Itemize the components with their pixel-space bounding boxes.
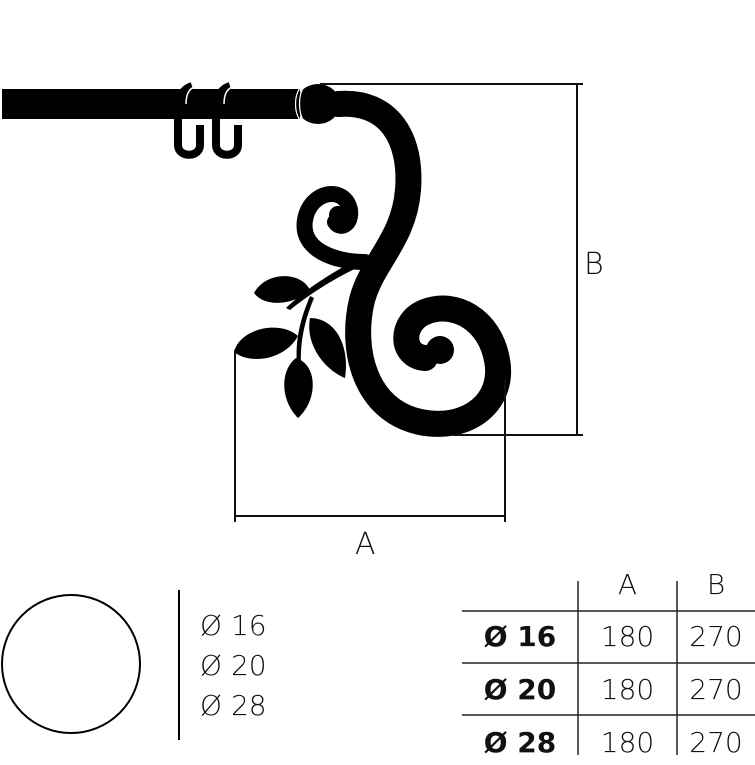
table-cell-b: 270 xyxy=(689,620,743,653)
table-cell-diameter: Ø 28 xyxy=(483,726,557,759)
diameter-item: Ø 16 xyxy=(200,609,267,642)
table-cell-diameter: Ø 16 xyxy=(483,620,557,653)
table-cell-b: 270 xyxy=(689,726,743,759)
rod-profile-circle xyxy=(1,594,141,734)
scroll-bracket xyxy=(296,90,512,437)
table-header-a: A xyxy=(617,568,638,601)
leaf-branch xyxy=(234,255,370,418)
diameter-item: Ø 20 xyxy=(200,649,267,682)
table-cell-diameter: Ø 20 xyxy=(483,673,557,706)
curtain-ring-1 xyxy=(174,82,204,159)
table-header-b: B xyxy=(706,568,726,601)
curtain-rod xyxy=(2,89,300,119)
table-cell-a: 180 xyxy=(600,726,655,759)
dimension-a-label: A xyxy=(355,527,376,562)
dimension-line-b xyxy=(320,83,583,436)
diameter-item: Ø 28 xyxy=(200,689,267,722)
diameter-list: Ø 16 Ø 20 Ø 28 xyxy=(200,606,267,726)
dimension-line-a xyxy=(234,350,506,522)
table-cell-a: 180 xyxy=(600,620,655,653)
dimension-table-grid xyxy=(462,581,755,755)
table-cell-b: 270 xyxy=(689,673,743,706)
table-cell-a: 180 xyxy=(600,673,655,706)
dimension-b-label: B xyxy=(584,247,604,282)
curtain-ring-2 xyxy=(212,82,242,159)
